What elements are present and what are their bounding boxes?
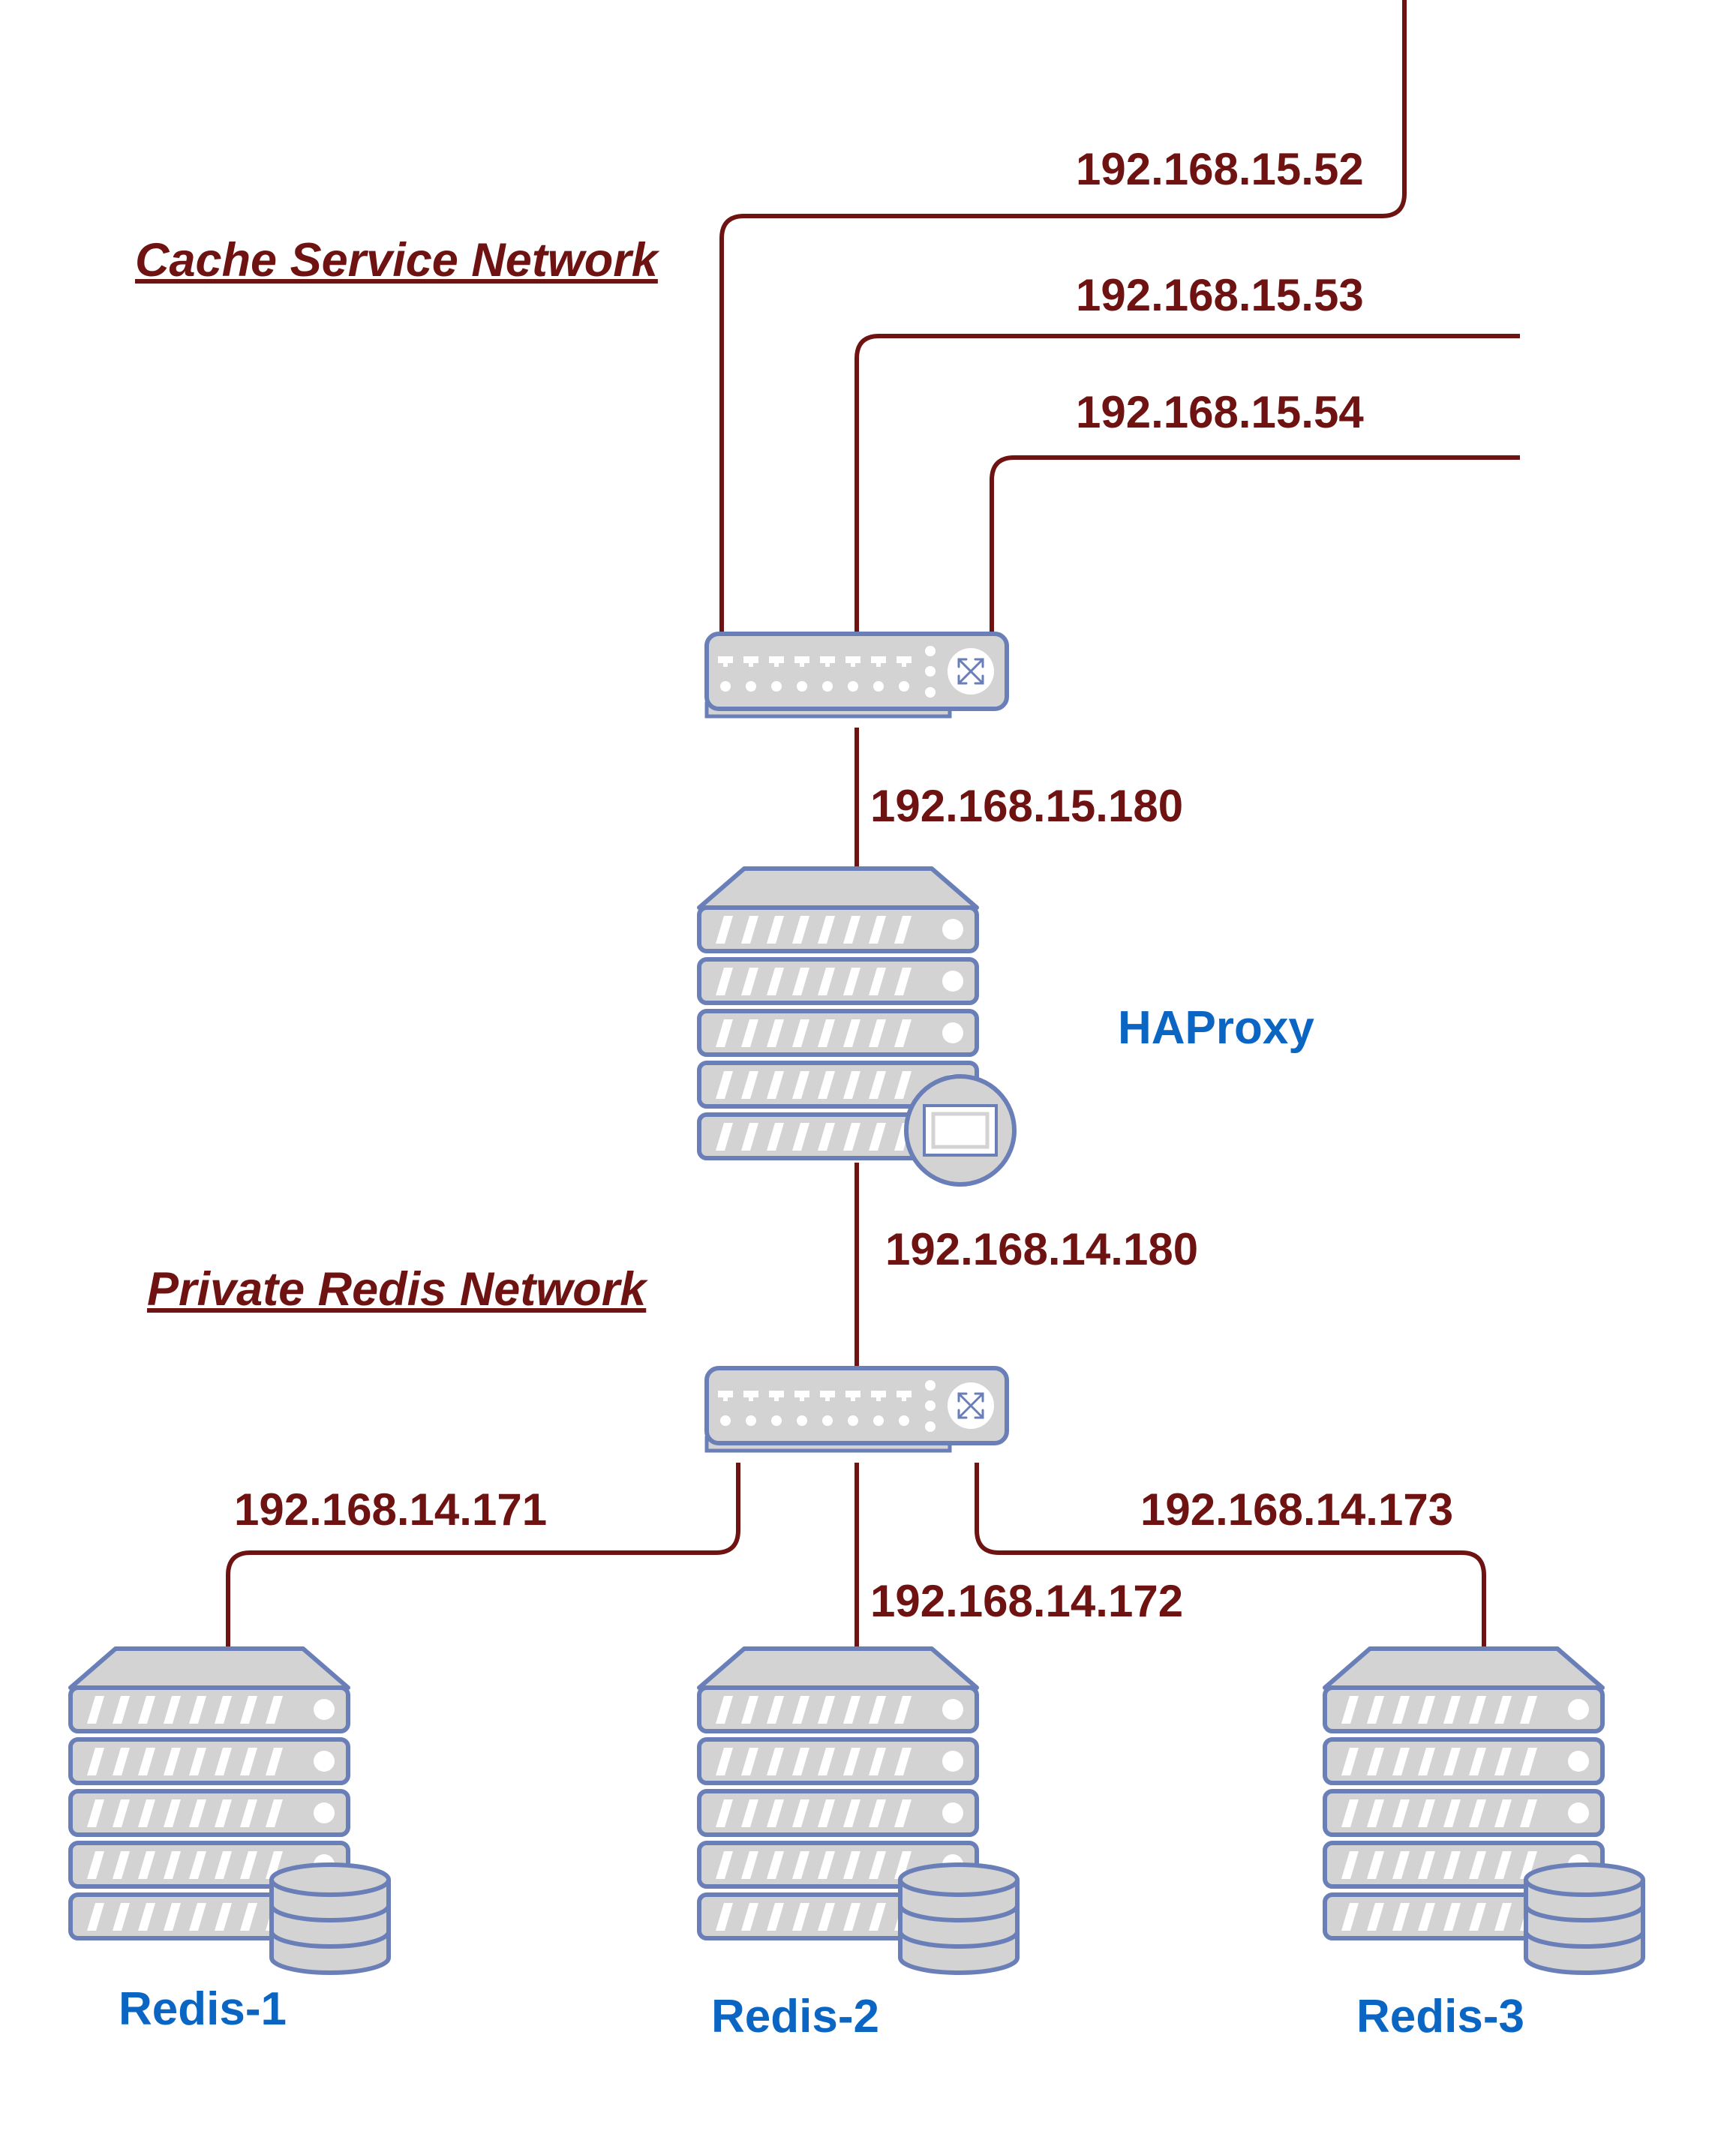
ip-192-168-15-53: 192.168.15.53: [1076, 270, 1364, 320]
haproxy-front-ip: 192.168.15.180: [870, 781, 1184, 831]
cache-network-switch-icon: [707, 634, 1007, 716]
redis-network-links: [226, 1163, 1486, 1649]
link-192-168-15-53: [854, 334, 1520, 632]
private-redis-network-label: Private Redis Network: [147, 1263, 647, 1316]
cache-network-links: [719, 0, 1520, 869]
redis-1-label: Redis-1: [119, 1983, 287, 2035]
link-192-168-15-52: [719, 0, 1407, 632]
ip-192-168-15-52: 192.168.15.52: [1076, 144, 1364, 194]
redis-3-label: Redis-3: [1356, 1991, 1524, 2042]
redis-network-switch-icon: [707, 1368, 1007, 1451]
link-redis-3: [975, 1463, 1486, 1649]
redis-1-ip: 192.168.14.171: [234, 1484, 548, 1535]
redis-2-server: [699, 1649, 1017, 1973]
redis-3-ip: 192.168.14.173: [1140, 1484, 1454, 1535]
link-192-168-15-54: [990, 455, 1520, 632]
monitor-badge-icon: [904, 1074, 1017, 1187]
haproxy-back-ip: 192.168.14.180: [885, 1224, 1199, 1274]
cache-service-network-label: Cache Service Network: [135, 234, 658, 287]
database-icon: [272, 1865, 389, 1973]
database-icon: [900, 1865, 1017, 1973]
redis-1-server: [71, 1649, 389, 1973]
redis-2-label: Redis-2: [711, 1991, 879, 2042]
haproxy-label: HAProxy: [1118, 1002, 1314, 1054]
haproxy-server: [699, 869, 1017, 1187]
database-icon: [1526, 1865, 1643, 1973]
redis-3-server: [1325, 1649, 1643, 1973]
redis-2-ip: 192.168.14.172: [870, 1576, 1184, 1626]
ip-192-168-15-54: 192.168.15.54: [1076, 387, 1364, 437]
link-redis-1: [226, 1463, 740, 1649]
